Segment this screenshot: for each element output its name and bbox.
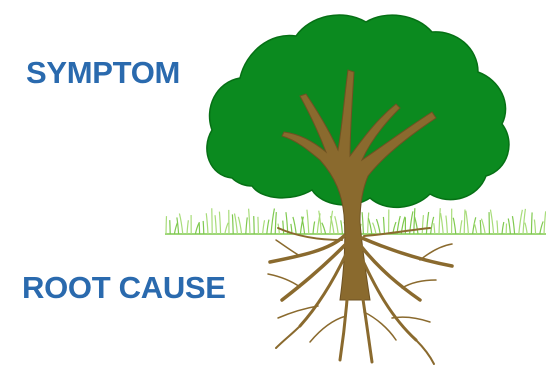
grass-blade: [263, 220, 265, 234]
grass-blade: [434, 223, 435, 234]
root-cause-label: ROOT CAUSE: [22, 270, 226, 306]
grass-blade: [219, 212, 220, 234]
grass-blade: [531, 212, 532, 234]
grass-blade: [540, 221, 543, 234]
root-branch: [416, 340, 434, 364]
grass-blade: [466, 211, 469, 234]
grass-blade: [238, 217, 241, 234]
grass-blade: [174, 223, 177, 234]
grass-blade: [439, 208, 440, 234]
grass-blade: [313, 222, 315, 234]
grass-blade: [293, 217, 296, 234]
symptom-label: SYMPTOM: [26, 55, 180, 91]
grass-blade: [383, 217, 384, 234]
grass-blade: [362, 212, 363, 234]
grass-blade: [534, 220, 535, 234]
grass-blade: [453, 218, 456, 234]
grass-blade: [460, 220, 462, 234]
root-branch: [268, 274, 300, 287]
grass-blade: [523, 209, 525, 234]
grass-blade: [525, 223, 527, 234]
grass-blade: [497, 220, 498, 234]
grass-blade: [490, 210, 493, 234]
root-branch: [420, 244, 452, 260]
grass-blade: [195, 223, 199, 234]
grass-blade: [508, 218, 510, 234]
root-branch: [276, 240, 300, 256]
grass-blade: [232, 214, 233, 234]
grass-blade: [249, 209, 250, 234]
grass-blade: [307, 210, 309, 234]
root-branch: [364, 228, 430, 236]
grass-blade: [502, 222, 504, 234]
grass-blade: [368, 218, 371, 234]
grass-blade: [415, 217, 418, 234]
grass-blade: [275, 212, 276, 234]
grass-blade: [446, 216, 447, 234]
grass-blade: [422, 215, 423, 234]
grass-blade: [512, 216, 514, 234]
grass-blade: [177, 217, 179, 234]
grass-blade: [203, 221, 204, 234]
grass-blade: [267, 220, 269, 234]
grass-blade: [246, 217, 247, 234]
grass-blade: [335, 216, 338, 234]
grass-blade: [283, 221, 284, 234]
grass-blade: [368, 213, 369, 234]
grass-blade: [234, 214, 237, 234]
root-branch: [276, 326, 300, 348]
root-branch: [300, 250, 348, 326]
root-branch: [402, 280, 436, 288]
grass-blade: [544, 211, 546, 234]
grass-blade: [426, 212, 428, 234]
grass-blade: [474, 223, 477, 234]
grass-blade: [322, 223, 326, 234]
grass-blade: [179, 213, 182, 234]
grass-blade: [373, 223, 376, 234]
grass-blade: [187, 220, 188, 234]
grass-blade: [206, 213, 208, 234]
root-branch: [310, 316, 346, 342]
grass-blade: [519, 210, 523, 234]
grass-blade: [481, 219, 485, 234]
grass-blade: [441, 213, 444, 234]
grass-blade: [271, 209, 274, 234]
grass-blade: [225, 223, 228, 234]
grass-blade: [480, 220, 481, 234]
grass-blade: [215, 215, 216, 234]
grass-blade: [464, 209, 465, 234]
grass-blade: [341, 220, 343, 234]
grass-blade: [376, 219, 380, 234]
grass-blade: [431, 217, 434, 234]
